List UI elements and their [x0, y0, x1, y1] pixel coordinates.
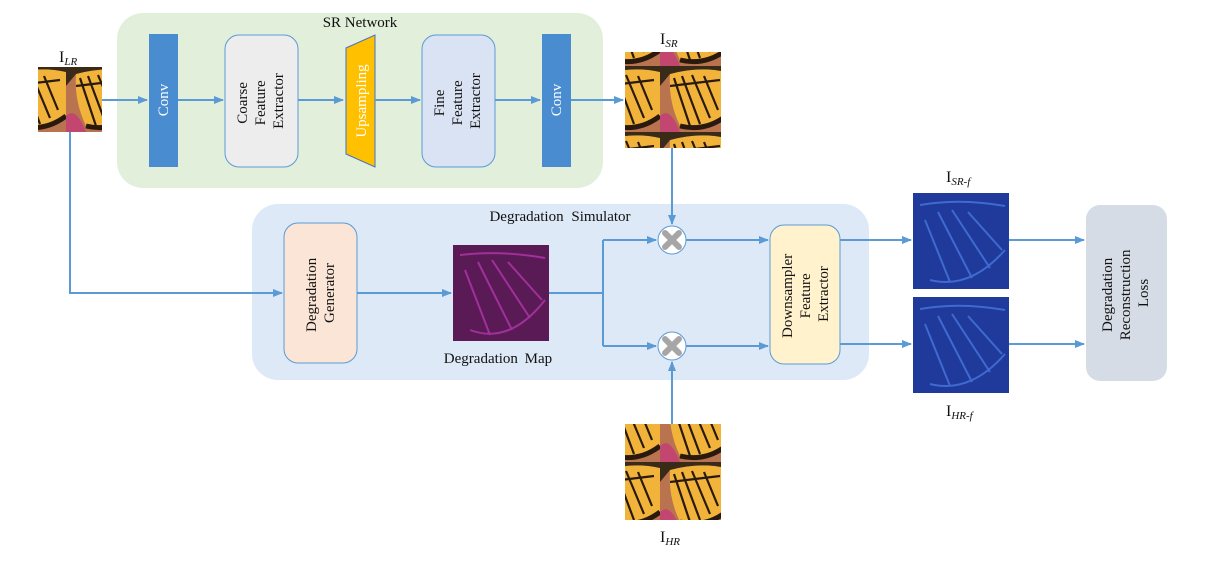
sr-image-group: ISR: [625, 31, 721, 148]
hr-image: [625, 424, 721, 520]
degradation-map-texture: [459, 252, 546, 336]
sr-network-title: SR Network: [323, 15, 398, 31]
conv-block-2[interactable]: [542, 34, 571, 167]
degradation-generator[interactable]: [283, 222, 358, 364]
sr-f-texture: [919, 200, 1006, 283]
arrow-map-split: [549, 240, 604, 346]
conv-block-1[interactable]: [149, 34, 178, 167]
degradation-simulator-title: Degradation Simulator: [489, 209, 630, 225]
conv-block-2-label: Conv: [549, 83, 565, 116]
sr-f-image-group: ISR-f: [913, 169, 1009, 289]
upsampling-block[interactable]: [345, 34, 376, 168]
lr-image-label: ILR: [59, 49, 77, 68]
connectors: [69, 96, 1085, 424]
sr-f-image-label: ISR-f: [946, 169, 972, 188]
degradation-generator-label: Degradation Generator: [304, 254, 338, 332]
downsampler-feature-extractor[interactable]: [769, 224, 841, 365]
fine-feature-extractor-label: Fine Feature Extractor: [432, 73, 484, 129]
multiply-operator-bottom: [657, 331, 687, 361]
degradation-reconstruction-loss[interactable]: [1086, 205, 1167, 381]
hr-image-label: IHR: [660, 529, 680, 548]
sr-network-group: SR Network Conv Coarse Feature Extractor…: [117, 13, 603, 188]
lr-image-group: ILR: [38, 49, 102, 132]
sr-image-label: ISR: [660, 31, 678, 50]
hr-f-image-group: IHR-f: [913, 297, 1009, 422]
conv-block-1-label: Conv: [156, 83, 172, 116]
upsampling-label: Upsampling: [354, 64, 370, 138]
degradation-map-label: Degradation Map: [444, 351, 552, 367]
degradation-map-image: [453, 245, 549, 341]
arrow-lr-to-generator: [69, 132, 283, 297]
multiply-operator-top: [657, 225, 687, 255]
hr-f-texture: [919, 304, 1006, 387]
hr-image-group: IHR: [625, 424, 721, 548]
multiply-icon: [662, 230, 682, 250]
coarse-feature-extractor-label: Coarse Feature Extractor: [235, 73, 287, 129]
downsampler-label: Downsampler Feature Extractor: [780, 250, 832, 338]
loss-label: Degradation Reconstruction Loss: [1100, 246, 1152, 341]
sr-image: [625, 52, 721, 148]
lr-image: [38, 67, 102, 132]
multiply-icon: [662, 336, 682, 356]
hr-f-image-label: IHR-f: [946, 403, 975, 422]
